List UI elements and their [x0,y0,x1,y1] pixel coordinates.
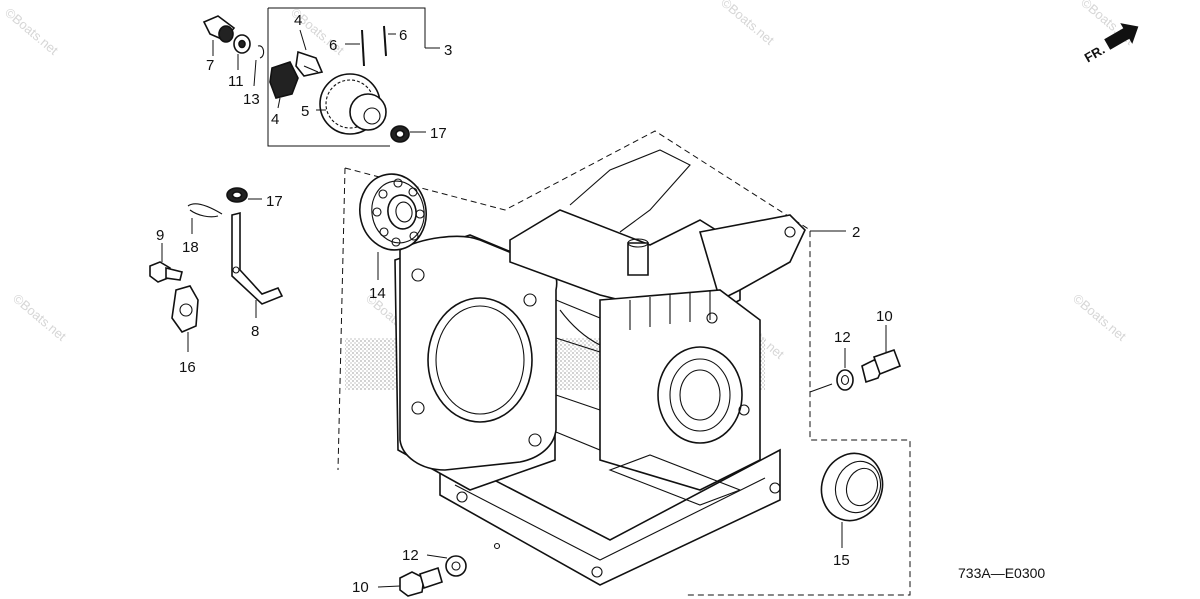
bolt-part-9 [149,261,183,283]
callout-6-right: 6 [399,27,407,44]
callout-11: 11 [228,73,244,90]
leader-12-to-body [809,383,833,393]
callout-labels: 7 11 13 4 4 6 6 3 5 17 17 9 18 8 16 14 2… [156,12,893,596]
front-label: FR. [1082,42,1108,65]
clip-part-13 [257,45,265,59]
callout-12-lower: 12 [402,547,419,564]
governor-group-bracket [267,7,440,147]
oil-seal-part-15 [820,452,884,522]
clip-part-18 [187,203,223,218]
watermark-3: ©Boats.net [718,0,777,48]
callout-10-upper: 10 [876,308,893,325]
callout-15: 15 [833,552,850,569]
governor-shaft-part-7 [202,15,236,43]
crankcase-group-outline [344,130,911,596]
bolt-part-10-upper [861,348,902,384]
pin-part-6-left [361,29,365,67]
leader-4-lower [277,97,281,109]
callout-7: 7 [206,57,214,74]
governor-gear-part-5 [319,73,387,135]
washer-part-12-upper [836,369,854,391]
front-arrow-icon [1104,23,1139,50]
watermark-7: ©Boats.net [1070,291,1129,344]
washer-part-12-lower [445,555,467,577]
callout-4-lower: 4 [271,111,279,128]
callout-6-left: 6 [329,37,337,54]
governor-weight-part-4-lower [269,61,299,99]
callout-14: 14 [369,285,386,302]
callout-17-lower: 17 [266,193,283,210]
callout-17-upper: 17 [430,125,447,142]
clamp-part-16 [171,285,199,333]
watermarks: ©Boats.net ©Boats.net ©Boats.net ©Boats.… [2,0,1137,362]
diagram-code: 733A—E0300 [958,565,1045,581]
leader-4-upper [299,29,307,51]
crankcase-body [394,149,806,586]
governor-rod-part-8 [231,211,284,305]
callout-2: 2 [852,224,860,241]
callout-8: 8 [251,323,259,340]
callout-18: 18 [182,239,199,256]
bolt-part-10-lower [399,566,443,597]
callout-16: 16 [179,359,196,376]
leader-12-lower [426,554,448,559]
callout-13: 13 [243,91,260,108]
bearing-part-14 [359,173,427,251]
watermark-1: ©Boats.net [2,5,61,58]
callout-4-upper: 4 [294,12,302,29]
crankcase-group-outline-left [337,167,346,471]
governor-weight-part-4-upper [295,50,324,77]
leader-13 [253,59,257,87]
callout-9: 9 [156,227,164,244]
leader-10-lower [377,585,401,588]
callout-3: 3 [444,42,452,59]
callout-5: 5 [301,103,309,120]
callout-10-lower: 10 [352,579,369,596]
pin-part-6-right [383,25,387,57]
callout-12-upper: 12 [834,329,851,346]
watermark-5: ©Boats.net [10,291,69,344]
